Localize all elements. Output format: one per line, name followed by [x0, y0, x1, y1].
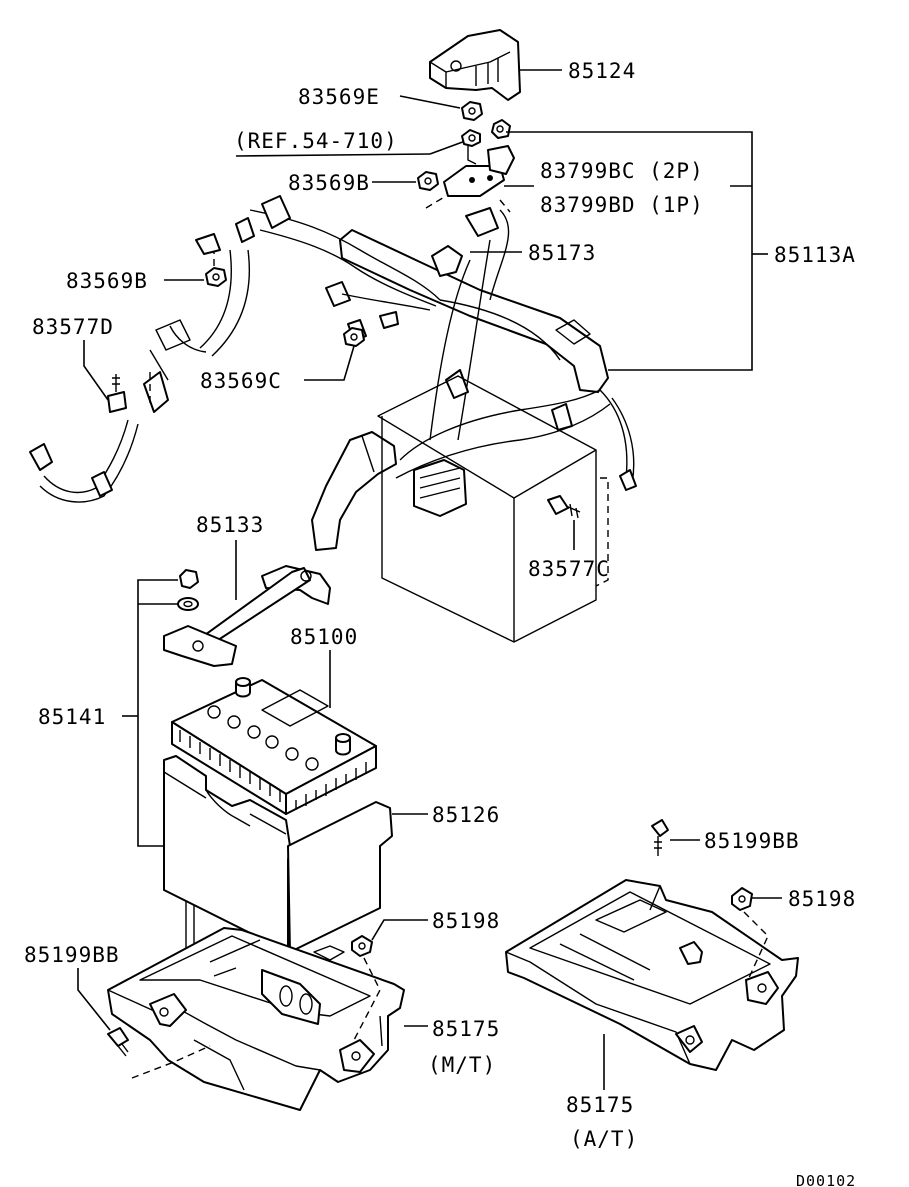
- label-85199BB-left: 85199BB: [24, 943, 120, 967]
- battery-jacket-85126: [163, 755, 393, 953]
- battery-tray-85175-mt: [107, 927, 405, 1111]
- bolt-83577C: [547, 495, 581, 519]
- battery-caps: [207, 689, 329, 771]
- diagram-code: D00102: [796, 1172, 856, 1187]
- leader-83569E: [399, 95, 461, 109]
- label-83569B-top: 83569B: [288, 171, 370, 195]
- label-83577D: 83577D: [32, 315, 114, 339]
- label-83569C: 83569C: [200, 369, 282, 393]
- leader-85198-left: [371, 919, 428, 941]
- bolt-85199BB-right: [651, 819, 669, 856]
- nut-83569C: [343, 327, 365, 347]
- nut-83569B-top: [417, 171, 439, 191]
- label-85124: 85124: [568, 59, 636, 83]
- nut-washer-85141: [177, 569, 199, 611]
- label-85198-left: 85198: [432, 909, 500, 933]
- label-83569B-left: 83569B: [66, 269, 148, 293]
- nut-83569E: [461, 101, 483, 121]
- leader-83569C: [304, 345, 355, 381]
- label-85126: 85126: [432, 803, 500, 827]
- label-83577C: 83577C: [528, 557, 610, 581]
- label-85175-at: 85175: [566, 1093, 634, 1117]
- leader-ref: [235, 153, 431, 157]
- battery-outline-phantom: [377, 375, 609, 643]
- nut-83569B-left: [205, 267, 227, 287]
- wiring-harness-85113A: [29, 195, 637, 551]
- label-83799BC: 83799BC (2P): [540, 159, 704, 183]
- label-85100: 85100: [290, 625, 358, 649]
- leader-83577D: [83, 340, 109, 401]
- clip-85198-right: [731, 887, 753, 911]
- label-85133: 85133: [196, 513, 264, 537]
- label-85141: 85141: [38, 705, 106, 729]
- bolt-85199BB-left: [107, 1027, 129, 1057]
- terminal-cover-85124: [429, 29, 521, 101]
- battery-85100: [171, 677, 377, 815]
- leader-85113A-bracket: [506, 131, 753, 371]
- label-83799BD: 83799BD (1P): [540, 193, 704, 217]
- label-ref-54-710: (REF.54-710): [234, 129, 398, 153]
- label-85113A: 85113A: [774, 243, 856, 267]
- clip-85198-left: [351, 935, 373, 957]
- connector-bracket: [443, 119, 515, 197]
- label-85173: 85173: [528, 241, 596, 265]
- leader-85199BB-left: [77, 968, 111, 1031]
- label-at: (A/T): [570, 1127, 638, 1151]
- label-83569E: 83569E: [298, 85, 380, 109]
- hold-down-85133: [163, 565, 331, 667]
- terminal-post-ref: [461, 129, 481, 165]
- label-85175-mt: 85175: [432, 1017, 500, 1041]
- label-85198-right: 85198: [788, 887, 856, 911]
- bolt-83577D: [107, 374, 127, 413]
- label-mt: (M/T): [428, 1053, 496, 1077]
- label-85199BB-right: 85199BB: [704, 829, 800, 853]
- battery-tray-85175-at: [505, 879, 799, 1071]
